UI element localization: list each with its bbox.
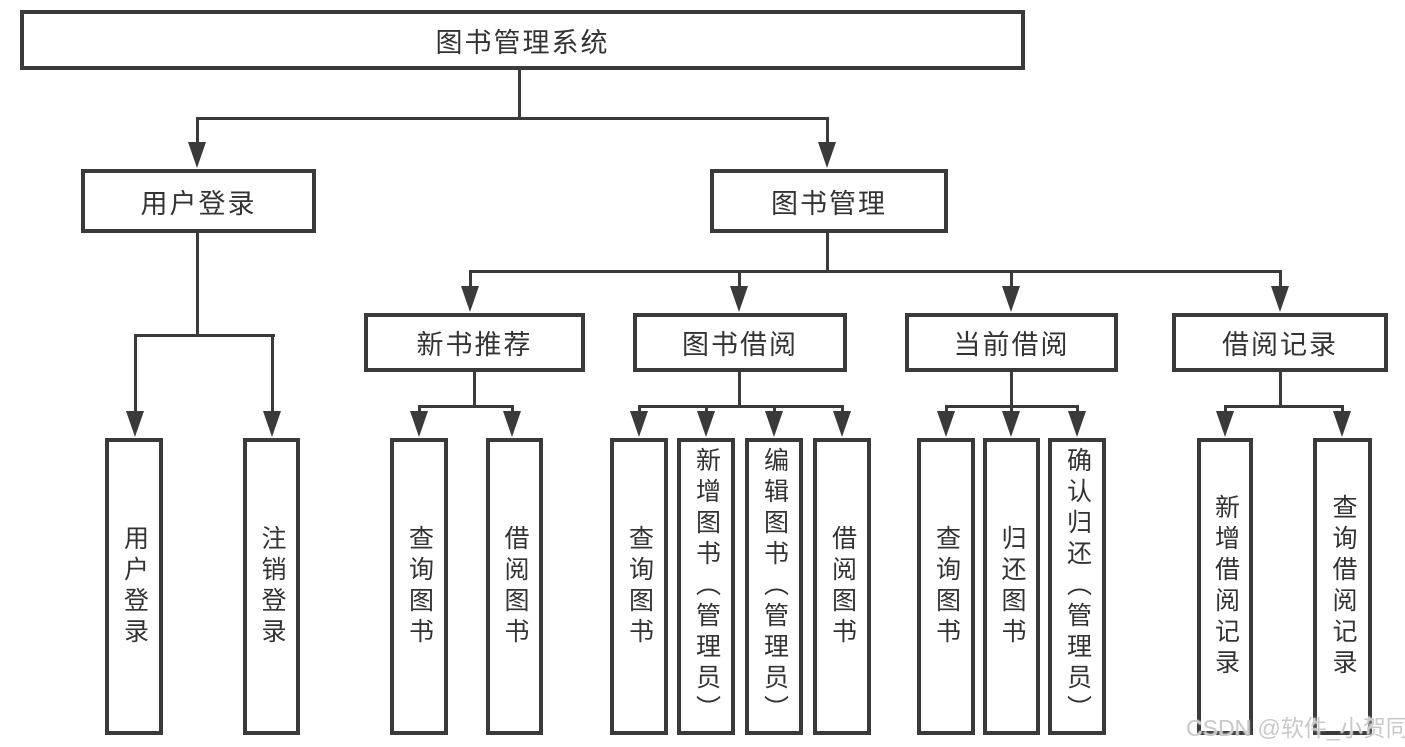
connector-book-borrow-drop	[738, 372, 741, 407]
connector-root-drop	[518, 70, 521, 118]
connector-stem-bb-add-book	[705, 405, 708, 414]
arrowhead-bb-borrow-book	[833, 411, 851, 437]
connector-stem-book-borrow	[738, 270, 741, 289]
node-book-management-system: 图书管理系统	[20, 10, 1025, 70]
connector-stem-br-add-record	[1224, 405, 1227, 414]
leaf-bb-borrow-book-label: 借阅图书	[828, 524, 857, 649]
leaf-br-add-record-label: 新增借阅记录	[1211, 493, 1240, 680]
arrowhead-bb-query-book	[630, 411, 648, 437]
connector-stem-login	[134, 334, 137, 414]
connector-current-borrow-drop	[1010, 372, 1013, 407]
arrowhead-user-login	[188, 142, 206, 168]
node-borrow-records: 借阅记录	[1172, 313, 1388, 372]
connector-borrow-records-split	[1224, 405, 1344, 408]
arrowhead-nr-borrow-book	[503, 411, 521, 437]
node-book-borrow: 图书借阅	[633, 313, 847, 372]
leaf-nr-borrow-book-label: 借阅图书	[501, 524, 529, 649]
node-book-management: 图书管理	[710, 169, 948, 233]
leaf-bb-edit-book: 编辑图书（管理员）	[745, 438, 803, 735]
leaf-cb-query-book: 查询图书	[917, 438, 975, 735]
connector-stem-user-login	[196, 117, 199, 145]
connector-user-login-split	[134, 334, 275, 337]
leaf-cb-confirm-return: 确认归还（管理员）	[1048, 438, 1106, 735]
leaf-br-query-record-label: 查询借阅记录	[1329, 493, 1357, 680]
leaf-nr-query-book-label: 查询图书	[405, 524, 434, 649]
leaf-user-login-label: 用户登录	[120, 524, 149, 649]
leaf-bb-add-book: 新增图书（管理员）	[677, 438, 735, 735]
connector-book-management-drop	[826, 233, 829, 272]
connector-user-login-drop	[196, 233, 199, 336]
leaf-nr-borrow-book: 借阅图书	[486, 438, 543, 735]
connector-stem-new-book-recommend	[469, 270, 472, 289]
connector-stem-current-borrow	[1010, 270, 1013, 289]
leaf-logout: 注销登录	[243, 438, 300, 735]
arrowhead-bb-edit-book	[765, 411, 783, 437]
connector-stem-borrow-records	[1279, 270, 1282, 289]
connector-level3-split	[469, 270, 1282, 273]
arrowhead-current-borrow	[1002, 286, 1020, 312]
leaf-br-add-record: 新增借阅记录	[1197, 438, 1253, 735]
csdn-watermark: CSDN @软件_小贺同学	[1186, 715, 1405, 741]
leaf-cb-query-book-label: 查询图书	[932, 524, 961, 649]
connector-stem-bb-borrow-book	[841, 405, 844, 414]
arrowhead-bb-add-book	[697, 411, 715, 437]
connector-stem-nr-borrow-book	[511, 405, 514, 414]
leaf-user-login: 用户登录	[105, 438, 163, 735]
leaf-bb-borrow-book: 借阅图书	[813, 438, 871, 735]
leaf-bb-query-book-label: 查询图书	[625, 524, 654, 649]
connector-stem-bb-query-book	[638, 405, 641, 414]
leaf-br-query-record: 查询借阅记录	[1313, 438, 1372, 735]
arrowhead-new-book-recommend	[461, 286, 479, 312]
node-new-book-recommend: 新书推荐	[364, 313, 585, 372]
arrowhead-br-add-record	[1216, 411, 1234, 437]
connector-new-book-recommend-drop	[473, 372, 476, 407]
connector-new-book-recommend-split	[418, 405, 514, 408]
arrowhead-login	[126, 411, 144, 437]
connector-stem-bb-edit-book	[773, 405, 776, 414]
arrowhead-br-query-record	[1333, 411, 1351, 437]
connector-level2-split	[196, 117, 829, 120]
arrowhead-logout	[263, 411, 281, 437]
leaf-cb-confirm-return-label: 确认归还（管理员）	[1063, 447, 1092, 726]
connector-stem-cb-confirm-return	[1076, 405, 1079, 414]
leaf-nr-query-book: 查询图书	[390, 438, 448, 735]
node-current-borrow: 当前借阅	[905, 313, 1118, 372]
arrowhead-book-borrow	[730, 286, 748, 312]
connector-borrow-records-drop	[1279, 372, 1282, 407]
node-user-login: 用户登录	[81, 169, 316, 233]
arrowhead-borrow-records	[1271, 286, 1289, 312]
connector-stem-cb-return-book	[1010, 405, 1013, 414]
leaf-logout-label: 注销登录	[258, 524, 286, 649]
connector-stem-book-management	[826, 117, 829, 145]
leaf-cb-return-book: 归还图书	[983, 438, 1040, 735]
arrowhead-cb-return-book	[1002, 411, 1020, 437]
leaf-cb-return-book-label: 归还图书	[998, 524, 1026, 649]
arrowhead-cb-query-book	[937, 411, 955, 437]
connector-stem-br-query-record	[1341, 405, 1344, 414]
arrowhead-book-management	[818, 142, 836, 168]
connector-stem-logout	[271, 334, 274, 414]
leaf-bb-add-book-label: 新增图书（管理员）	[692, 447, 721, 726]
connector-stem-nr-query-book	[418, 405, 421, 414]
leaf-bb-edit-book-label: 编辑图书（管理员）	[760, 447, 789, 726]
connector-stem-cb-query-book	[945, 405, 948, 414]
arrowhead-cb-confirm-return	[1068, 411, 1086, 437]
arrowhead-nr-query-book	[410, 411, 428, 437]
connector-book-borrow-split	[638, 405, 844, 408]
leaf-bb-query-book: 查询图书	[610, 438, 668, 735]
